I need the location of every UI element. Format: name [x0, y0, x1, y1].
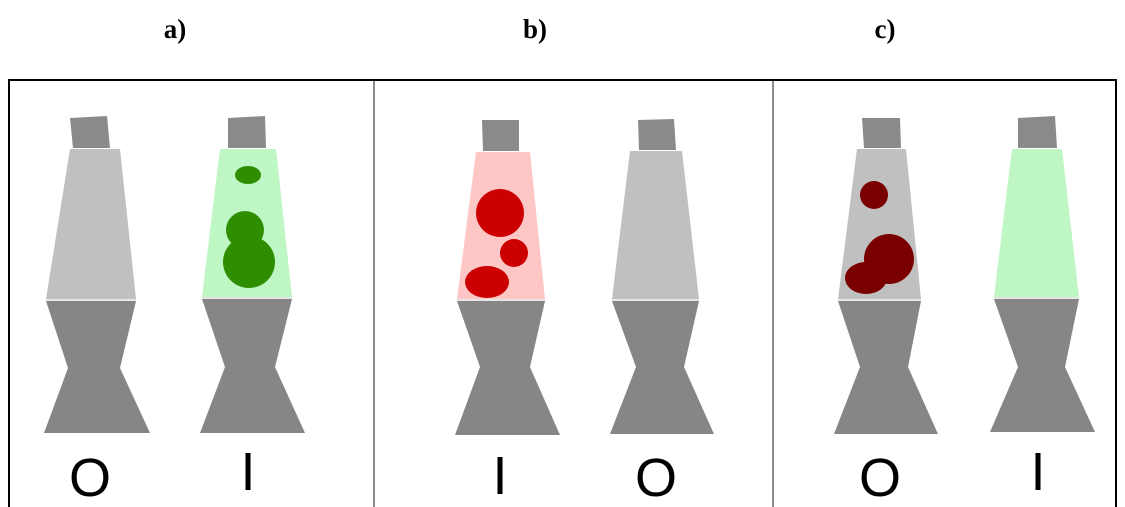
lamp-cap: [1018, 116, 1057, 148]
lamp-base: [44, 301, 150, 433]
lamp-cap: [482, 120, 519, 151]
lava-blob: [476, 189, 524, 237]
panel-c: O I: [834, 116, 1095, 507]
panel-b: I O: [455, 119, 714, 507]
lamp-glass: [994, 149, 1079, 297]
panel-c-title: c): [874, 14, 896, 44]
lava-blob: [845, 262, 887, 294]
lamp-cap: [70, 116, 110, 148]
lamp-a-right-label: I: [240, 442, 255, 502]
lava-blob: [465, 266, 509, 298]
lamp-base: [834, 301, 938, 434]
lamp-base: [200, 299, 305, 433]
lamp-cap: [228, 116, 266, 148]
lamp-b-right-label: O: [635, 448, 677, 507]
lamp-glass: [612, 151, 699, 299]
lava-blob: [235, 166, 261, 184]
lamp-c-left-label: O: [859, 448, 901, 507]
lava-blob: [500, 239, 528, 267]
lamp-a-right: I: [200, 116, 305, 502]
lamp-base: [455, 301, 560, 435]
lamp-b-left-label: I: [492, 446, 507, 506]
lamp-c-right-label: I: [1030, 442, 1045, 502]
panel-b-title: b): [522, 14, 547, 44]
lava-blob: [860, 181, 888, 209]
lamp-b-right: O: [610, 119, 714, 507]
lava-blob: [223, 236, 275, 288]
lamp-base: [990, 299, 1095, 432]
lamp-a-left-label: O: [69, 448, 111, 507]
lamp-c-left: O: [834, 118, 938, 507]
lamp-c-right: I: [990, 116, 1095, 502]
panel-a-title: a): [163, 14, 187, 44]
lamp-b-left: I: [455, 120, 560, 506]
lamp-cap: [638, 119, 676, 150]
panel-a: O I: [44, 116, 305, 507]
lamp-base: [610, 301, 714, 434]
lamp-cap: [862, 118, 901, 148]
lamp-a-left: O: [44, 116, 150, 507]
lamp-glass: [46, 149, 136, 299]
